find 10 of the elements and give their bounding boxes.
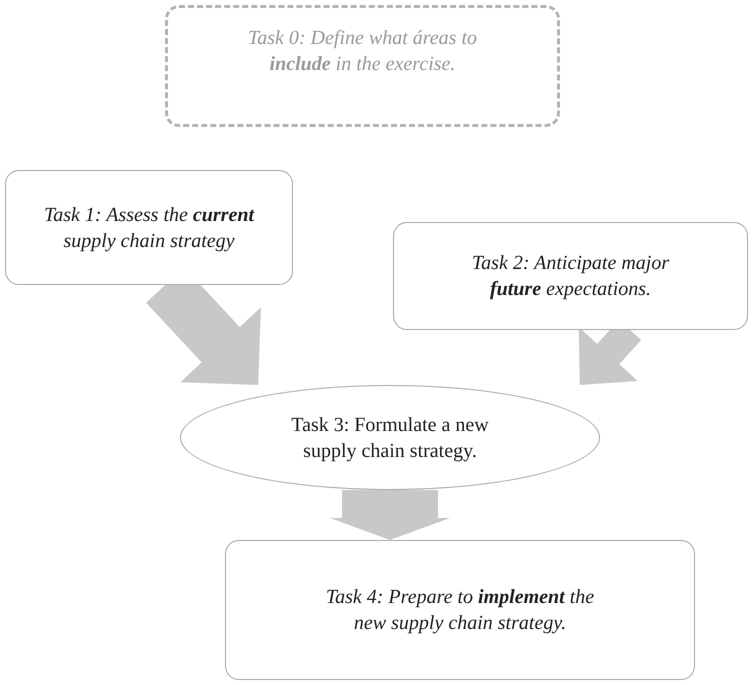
task-text: Task 2: Anticipate major future expectations. [470, 251, 670, 302]
task-text: Task 1: Assess the current supply chain strategy [42, 202, 256, 254]
task-text: Task 3: Formulate a new supply chain strategy. [290, 412, 490, 464]
block-arrow [330, 490, 450, 540]
task-text: Task 4: Prepare to implement the new supply chain strategy. [324, 585, 596, 636]
dashed-task-box [165, 5, 560, 127]
task-box [393, 222, 748, 330]
task-text: Task 0: Define what áreas to include in the exercise. [246, 26, 478, 77]
task-box [225, 540, 695, 680]
task-box [5, 170, 293, 285]
